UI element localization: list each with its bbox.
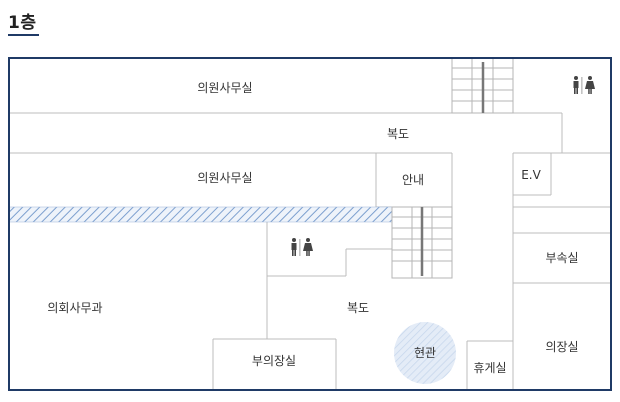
room-members-office-1: 의원사무실 (197, 81, 252, 95)
entrance-area (394, 322, 456, 384)
title-underline (8, 34, 39, 36)
room-elevator: E.V (521, 168, 541, 182)
room-council-affairs: 의회사무과 (47, 301, 102, 315)
stairs-icon (451, 57, 514, 114)
room-corridor-lower: 복도 (347, 301, 369, 315)
partition-lines (9, 58, 611, 390)
room-members-office-2: 의원사무실 (197, 171, 252, 185)
restroom-icon (573, 76, 595, 94)
room-corridor-upper: 복도 (387, 127, 409, 141)
floor-title: 1층 (8, 13, 37, 33)
room-vice-chair-office: 부의장실 (252, 354, 296, 368)
room-lounge: 휴게실 (473, 361, 506, 375)
hatched-passage (8, 206, 393, 223)
outer-wall (8, 57, 612, 391)
stairs-icon (391, 206, 453, 279)
room-information: 안내 (402, 173, 424, 187)
room-entrance: 현관 (414, 346, 436, 360)
room-chair-office: 의장실 (545, 340, 578, 354)
room-annex: 부속실 (545, 251, 578, 265)
restroom-icon (291, 238, 313, 256)
